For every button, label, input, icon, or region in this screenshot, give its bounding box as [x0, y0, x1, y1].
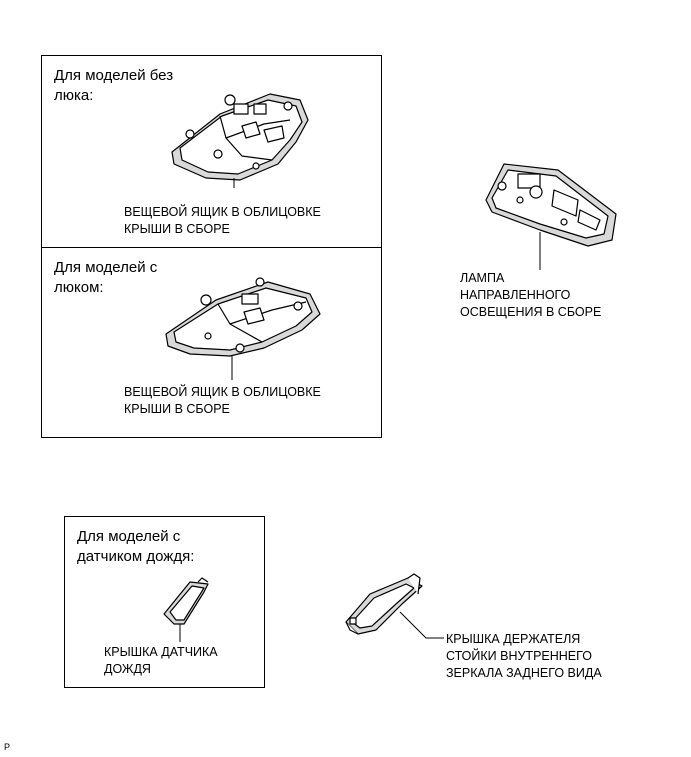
panel-no-sunroof-title-line1: Для моделей без — [54, 67, 174, 84]
panel-no-sunroof-caption-line1: ВЕЩЕВОЙ ЯЩИК В ОБЛИЦОВКЕ — [124, 205, 321, 219]
mirror-holder-cover-caption-line2: СТОЙКИ ВНУТРЕННЕГО — [446, 649, 592, 663]
mirror-holder-cover-caption-line3: ЗЕРКАЛА ЗАДНЕГО ВИДА — [446, 666, 602, 680]
panel-no-sunroof-title: Для моделей без люка: — [54, 66, 173, 106]
map-lamp-caption: ЛАМПА НАПРАВЛЕННОГО ОСВЕЩЕНИЯ В СБОРЕ — [460, 270, 601, 321]
panel-rain-sensor-title-line1: Для моделей с — [77, 528, 181, 545]
panel-with-sunroof-title-line2: люком: — [54, 279, 104, 296]
panel-no-sunroof-caption-line2: КРЫШИ В СБОРЕ — [124, 222, 230, 236]
panel-with-sunroof-caption-line1: ВЕЩЕВОЙ ЯЩИК В ОБЛИЦОВКЕ — [124, 385, 321, 399]
panel-no-sunroof-caption: ВЕЩЕВОЙ ЯЩИК В ОБЛИЦОВКЕ КРЫШИ В СБОРЕ — [124, 204, 321, 238]
rain-sensor-cover-illustration — [163, 577, 209, 642]
map-lamp-caption-line2: НАПРАВЛЕННОГО — [460, 288, 571, 302]
map-lamp-illustration — [485, 163, 617, 270]
panel-with-sunroof-caption-line2: КРЫШИ В СБОРЕ — [124, 402, 230, 416]
overhead-console-no-sunroof-illustration — [171, 93, 309, 188]
panel-with-sunroof-title-line1: Для моделей с — [54, 259, 158, 276]
panel-rain-sensor — [64, 516, 265, 688]
mirror-holder-cover-caption: КРЫШКА ДЕРЖАТЕЛЯ СТОЙКИ ВНУТРЕННЕГО ЗЕРК… — [446, 631, 602, 682]
rain-sensor-cover-caption-line1: КРЫШКА ДАТЧИКА — [104, 645, 218, 659]
rain-sensor-cover-caption-line2: ДОЖДЯ — [104, 662, 151, 676]
panel-with-sunroof-caption: ВЕЩЕВОЙ ЯЩИК В ОБЛИЦОВКЕ КРЫШИ В СБОРЕ — [124, 384, 321, 418]
panel-rain-sensor-title-line2: датчиком дождя: — [77, 548, 195, 565]
mirror-holder-cover-caption-line1: КРЫШКА ДЕРЖАТЕЛЯ — [446, 632, 581, 646]
figure-code: P — [4, 742, 11, 752]
map-lamp-caption-line1: ЛАМПА — [460, 271, 505, 285]
mirror-holder-cover-illustration — [345, 573, 444, 639]
panel-no-sunroof-title-line2: люка: — [54, 87, 94, 104]
panel-with-sunroof-title: Для моделей с люком: — [54, 258, 157, 298]
overhead-console-with-sunroof-illustration — [165, 277, 321, 380]
rain-sensor-cover-caption: КРЫШКА ДАТЧИКА ДОЖДЯ — [104, 644, 218, 678]
map-lamp-caption-line3: ОСВЕЩЕНИЯ В СБОРЕ — [460, 305, 602, 319]
panel-rain-sensor-title: Для моделей с датчиком дождя: — [77, 527, 194, 567]
